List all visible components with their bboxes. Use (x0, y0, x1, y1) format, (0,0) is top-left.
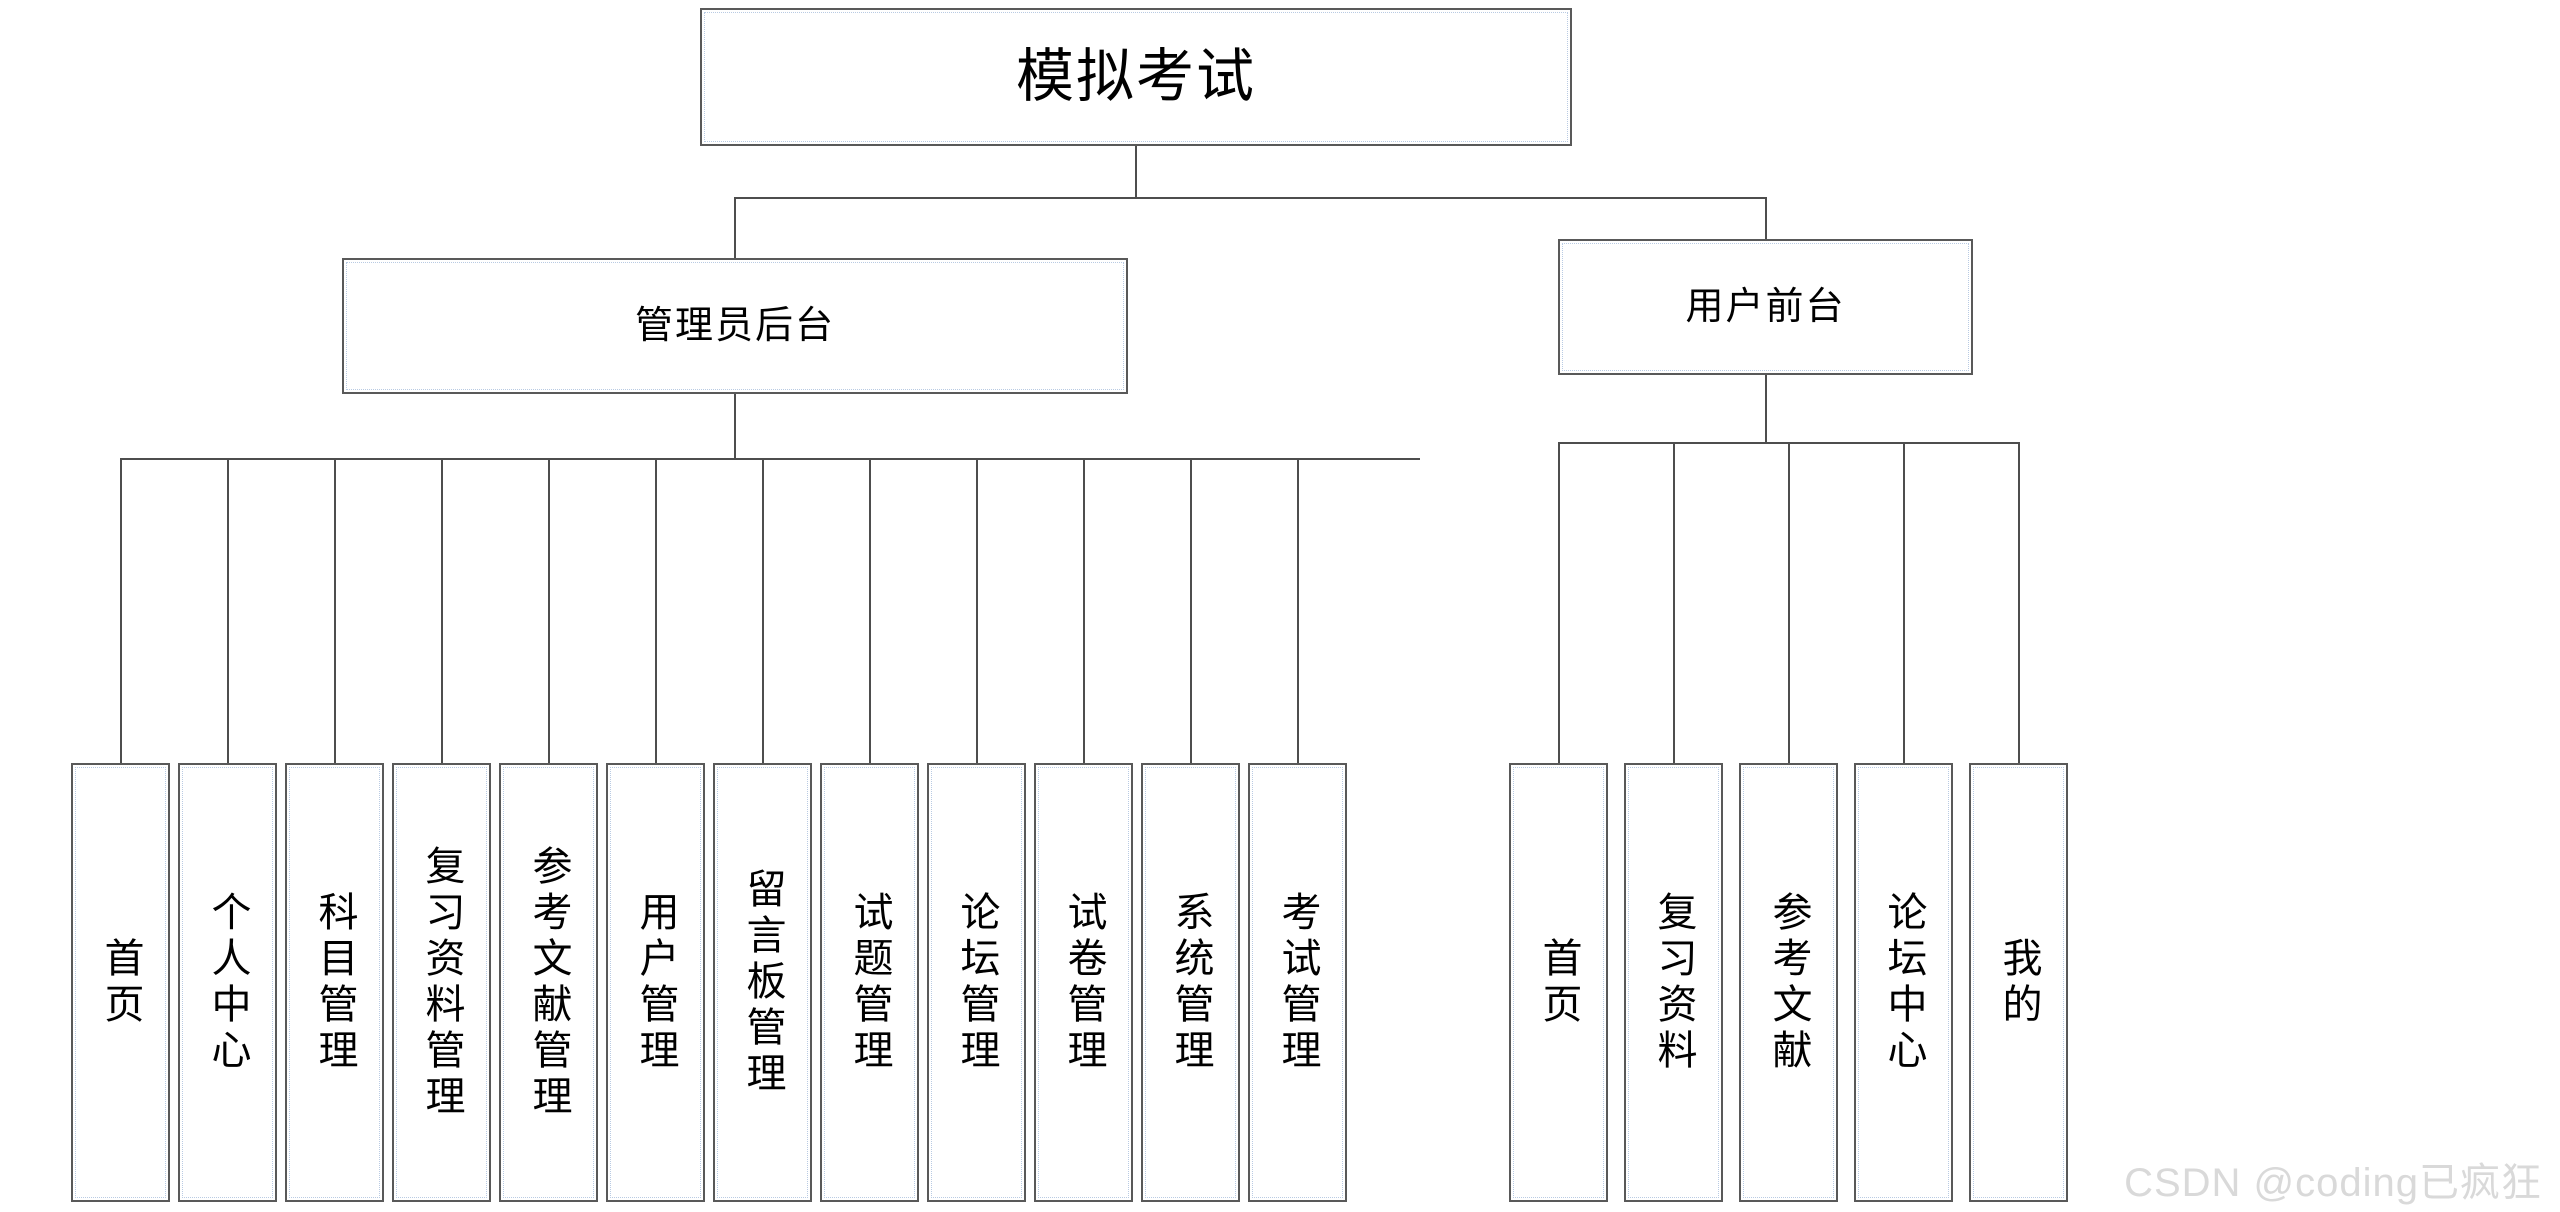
connector-admin-drop-2 (227, 458, 229, 764)
node-admin-child-8[interactable]: 试题管理 (820, 763, 919, 1202)
node-root-mock-exam[interactable]: 模拟考试 (700, 8, 1572, 146)
connector-admin-drop-11 (1190, 458, 1192, 764)
node-label: 用户管理 (633, 890, 678, 1075)
node-admin-backend[interactable]: 管理员后台 (342, 258, 1128, 394)
node-label: 论坛管理 (954, 890, 999, 1075)
csdn-watermark: CSDN @coding已疯狂 (2124, 1161, 2542, 1205)
node-admin-child-10[interactable]: 试卷管理 (1034, 763, 1133, 1202)
node-admin-child-4[interactable]: 复习资料管理 (392, 763, 491, 1202)
connector-admin-drop-8 (869, 458, 871, 764)
node-admin-child-1[interactable]: 首页 (71, 763, 170, 1202)
node-label: 参考文献管理 (526, 844, 571, 1121)
node-user-child-5[interactable]: 我的 (1969, 763, 2068, 1202)
node-label: 首页 (1536, 936, 1581, 1029)
connector-admin-drop-1 (120, 458, 122, 764)
node-label: 复习资料 (1651, 890, 1696, 1075)
node-root-label: 模拟考试 (1015, 43, 1256, 109)
connector-admin-drop-3 (334, 458, 336, 764)
connector-admin-drop-9 (976, 458, 978, 764)
connector-admin-drop-4 (441, 458, 443, 764)
node-admin-child-6[interactable]: 用户管理 (606, 763, 705, 1202)
node-admin-child-12[interactable]: 考试管理 (1248, 763, 1347, 1202)
node-label: 论坛中心 (1881, 890, 1926, 1075)
connector-user-drop-3 (1788, 442, 1790, 764)
connector-level2-bus (734, 197, 1767, 199)
node-admin-child-11[interactable]: 系统管理 (1141, 763, 1240, 1202)
node-admin-child-7[interactable]: 留言板管理 (713, 763, 812, 1202)
node-user-child-2[interactable]: 复习资料 (1624, 763, 1723, 1202)
node-label: 个人中心 (205, 890, 250, 1075)
node-admin-child-5[interactable]: 参考文献管理 (499, 763, 598, 1202)
connector-root-stem (1135, 146, 1137, 198)
node-label: 试卷管理 (1061, 890, 1106, 1075)
node-label: 复习资料管理 (419, 844, 464, 1121)
node-user-child-3[interactable]: 参考文献 (1739, 763, 1838, 1202)
node-user-frontend-label: 用户前台 (1685, 285, 1846, 328)
connector-admin-drop-7 (762, 458, 764, 764)
connector-user-drop-5 (2018, 442, 2020, 764)
connector-user-stem (1765, 375, 1767, 443)
connector-admin-stem (734, 394, 736, 460)
node-label: 参考文献 (1766, 890, 1811, 1075)
connector-admin-drop-5 (548, 458, 550, 764)
node-label: 试题管理 (847, 890, 892, 1075)
node-user-child-4[interactable]: 论坛中心 (1854, 763, 1953, 1202)
node-user-frontend[interactable]: 用户前台 (1558, 239, 1973, 375)
connector-admin-bus (120, 458, 1420, 460)
node-label: 系统管理 (1168, 890, 1213, 1075)
node-label: 留言板管理 (740, 867, 785, 1098)
connector-to-user (1765, 197, 1767, 240)
connector-to-admin (734, 197, 736, 259)
node-admin-backend-label: 管理员后台 (634, 304, 835, 347)
connector-admin-drop-6 (655, 458, 657, 764)
connector-admin-drop-12 (1297, 458, 1299, 764)
node-label: 我的 (1996, 936, 2041, 1029)
node-label: 首页 (98, 936, 143, 1029)
node-label: 考试管理 (1275, 890, 1320, 1075)
connector-user-drop-1 (1558, 442, 1560, 764)
node-admin-child-3[interactable]: 科目管理 (285, 763, 384, 1202)
node-admin-child-9[interactable]: 论坛管理 (927, 763, 1026, 1202)
connector-admin-drop-10 (1083, 458, 1085, 764)
connector-user-drop-2 (1673, 442, 1675, 764)
node-admin-child-2[interactable]: 个人中心 (178, 763, 277, 1202)
node-label: 科目管理 (312, 890, 357, 1075)
connector-user-drop-4 (1903, 442, 1905, 764)
node-user-child-1[interactable]: 首页 (1509, 763, 1608, 1202)
